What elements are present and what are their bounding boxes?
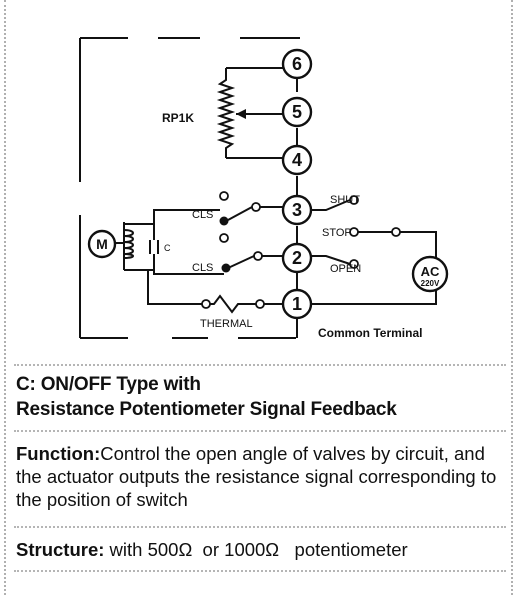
stop-label: STOP <box>322 227 352 239</box>
function-label: Function: <box>16 443 101 464</box>
ac-source-symbol <box>411 255 449 293</box>
motor-symbol <box>87 229 117 259</box>
terminal-6: 6 <box>292 54 302 74</box>
wiring-diagram: 6 5 4 3 2 1 RP1K M C CLS CLS THERMAL SHU… <box>79 37 449 340</box>
divider-bottom <box>14 570 506 572</box>
terminal-2: 2 <box>292 248 302 268</box>
function-text: Control the open angle of valves by circ… <box>16 443 497 510</box>
structure-label: Structure: <box>16 539 105 560</box>
shut-label: SHUT <box>330 194 360 206</box>
thermal-label: THERMAL <box>200 318 253 330</box>
terminal-3: 3 <box>292 200 302 220</box>
capacitor-label: C <box>164 243 171 253</box>
divider-lower <box>14 526 506 528</box>
section-title-line-2: Resistance Potentiometer Signal Feedback <box>16 399 397 420</box>
potentiometer-label: RP1K <box>162 111 194 125</box>
page-frame <box>4 0 513 595</box>
structure-text: with 500Ω or 1000Ω potentiometer <box>104 539 408 560</box>
ac-voltage-label: 220V <box>421 279 440 288</box>
structure-paragraph: Structure: with 500Ω or 1000Ω potentiome… <box>16 538 506 561</box>
terminal-4: 4 <box>292 150 302 170</box>
pot-resistor <box>216 68 236 158</box>
ac-label: AC <box>421 264 440 279</box>
switch-label-top: CLS <box>192 209 213 221</box>
divider-middle <box>14 430 506 432</box>
common-terminal-label: Common Terminal <box>318 326 422 340</box>
function-paragraph: Function:Control the open angle of valve… <box>16 442 506 511</box>
section-title-line-1: C: ON/OFF Type with <box>16 374 201 395</box>
open-label: OPEN <box>330 263 361 275</box>
terminal-1: 1 <box>292 294 302 314</box>
switch-label-bottom: CLS <box>192 262 213 274</box>
terminal-5: 5 <box>292 102 302 122</box>
section-title: C: ON/OFF Type with Resistance Potentiom… <box>16 372 506 422</box>
motor-label: M <box>96 236 108 252</box>
divider-top <box>14 364 506 366</box>
